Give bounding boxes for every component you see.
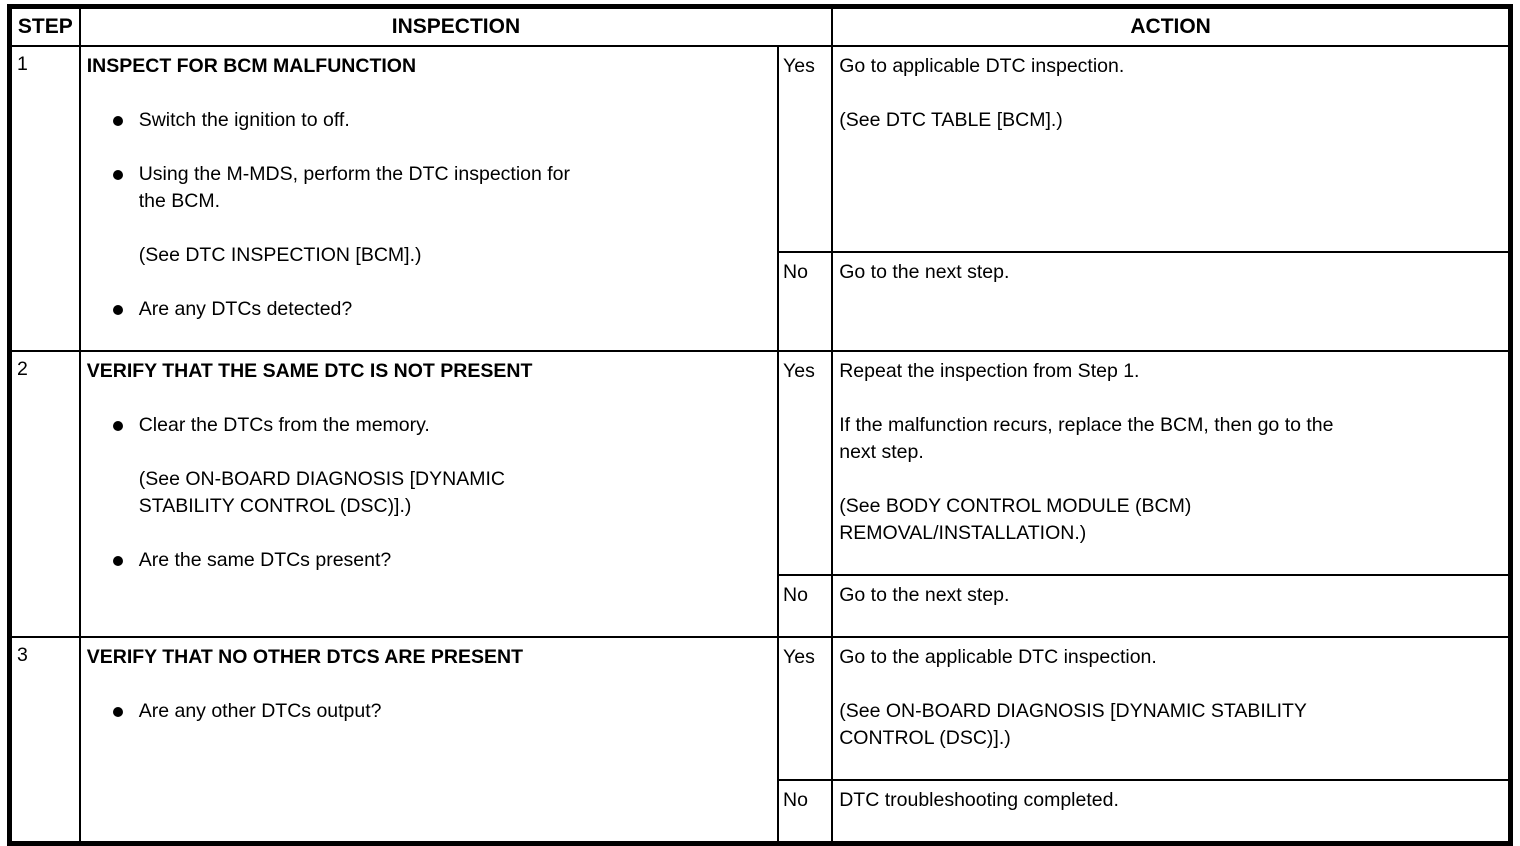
action-paragraph: Repeat the inspection from Step 1. bbox=[839, 359, 1140, 382]
action-cell-no: Go to the next step. bbox=[831, 250, 1512, 352]
troubleshooting-table: STEP INSPECTION ACTION 1 INSPECT FOR BCM… bbox=[7, 4, 1513, 846]
action-cell-yes: Go to applicable DTC inspection. (See DT… bbox=[831, 44, 1512, 253]
no-label-cell: No bbox=[777, 573, 834, 638]
yes-label-cell: Yes bbox=[777, 44, 834, 253]
no-label-cell: No bbox=[777, 250, 834, 352]
step-3-yes-row: 3 VERIFY THAT NO OTHER DTCS ARE PRESENT … bbox=[8, 635, 1512, 844]
column-header-action: ACTION bbox=[831, 5, 1512, 47]
bullet-item: Are the same DTCs present? bbox=[87, 547, 769, 574]
bullet-item: Clear the DTCs from the memory. bbox=[87, 412, 769, 439]
step-number-cell: 3 bbox=[8, 635, 81, 844]
inspection-item-text: Clear the DTCs from the memory. bbox=[138, 413, 430, 436]
bullet-icon bbox=[112, 706, 123, 717]
action-paragraph: (See BODY CONTROL MODULE (BCM) REMOVAL/I… bbox=[839, 494, 1192, 544]
bullet-icon bbox=[112, 115, 123, 126]
step-number-cell: 1 bbox=[8, 44, 81, 352]
step-2-yes-row: 2 VERIFY THAT THE SAME DTC IS NOT PRESEN… bbox=[8, 349, 1512, 638]
bullet-icon bbox=[112, 304, 123, 315]
inspection-title: VERIFY THAT NO OTHER DTCS ARE PRESENT bbox=[86, 645, 523, 668]
step-1-yes-row: 1 INSPECT FOR BCM MALFUNCTION Switch the… bbox=[8, 44, 1512, 352]
bullet-icon bbox=[112, 169, 123, 180]
note-item: (See DTC INSPECTION [BCM].) bbox=[139, 242, 769, 269]
inspection-item-text: Are any other DTCs output? bbox=[138, 699, 382, 722]
action-cell-no: DTC troubleshooting completed. bbox=[831, 778, 1512, 844]
bullet-item: Are any DTCs detected? bbox=[87, 296, 769, 323]
bullet-item: Are any other DTCs output? bbox=[87, 698, 769, 725]
action-cell-yes: Repeat the inspection from Step 1. If th… bbox=[831, 349, 1512, 576]
step-number: 1 bbox=[17, 52, 28, 75]
note-item: (See ON-BOARD DIAGNOSIS [DYNAMIC STABILI… bbox=[139, 466, 769, 520]
step-number: 2 bbox=[17, 357, 28, 380]
step-1-no-row: No Go to the next step. bbox=[10, 250, 1512, 352]
inspection-note-text: (See ON-BOARD DIAGNOSIS [DYNAMIC STABILI… bbox=[138, 467, 505, 517]
no-label-cell: No bbox=[777, 778, 834, 844]
inspection-item-text: Switch the ignition to off. bbox=[138, 108, 350, 131]
inspection-item-text: Are any DTCs detected? bbox=[138, 297, 353, 320]
step-number-cell: 2 bbox=[8, 349, 81, 638]
action-cell-yes: Go to the applicable DTC inspection. (Se… bbox=[831, 635, 1512, 781]
bullet-item: Switch the ignition to off. bbox=[87, 107, 769, 134]
bullet-item: Using the M-MDS, perform the DTC inspect… bbox=[87, 161, 769, 215]
bullet-icon bbox=[112, 420, 123, 431]
action-paragraph: DTC troubleshooting completed. bbox=[839, 788, 1119, 811]
yes-label-cell: Yes bbox=[777, 349, 834, 576]
step-2-no-row: No Go to the next step. bbox=[10, 573, 1512, 638]
action-paragraph: (See ON-BOARD DIAGNOSIS [DYNAMIC STABILI… bbox=[839, 699, 1307, 749]
inspection-note-text: (See DTC INSPECTION [BCM].) bbox=[138, 243, 422, 266]
bullet-icon bbox=[112, 555, 123, 566]
action-paragraph: Go to the next step. bbox=[839, 583, 1010, 606]
inspection-title: INSPECT FOR BCM MALFUNCTION bbox=[86, 54, 417, 77]
column-header-step: STEP bbox=[8, 5, 81, 47]
column-header-inspection: INSPECTION bbox=[78, 5, 834, 47]
action-cell-no: Go to the next step. bbox=[831, 573, 1512, 638]
action-paragraph: (See DTC TABLE [BCM].) bbox=[839, 108, 1063, 131]
inspection-cell: INSPECT FOR BCM MALFUNCTION Switch the i… bbox=[78, 44, 780, 352]
inspection-cell: VERIFY THAT THE SAME DTC IS NOT PRESENT … bbox=[78, 349, 780, 638]
header-row: STEP INSPECTION ACTION bbox=[8, 5, 1512, 47]
yes-label-cell: Yes bbox=[777, 635, 834, 781]
step-number: 3 bbox=[17, 643, 28, 666]
inspection-cell: VERIFY THAT NO OTHER DTCS ARE PRESENT Ar… bbox=[78, 635, 780, 844]
inspection-title: VERIFY THAT THE SAME DTC IS NOT PRESENT bbox=[86, 359, 533, 382]
inspection-item-text: Are the same DTCs present? bbox=[138, 548, 392, 571]
action-paragraph: If the malfunction recurs, replace the B… bbox=[839, 413, 1334, 463]
action-paragraph: Go to the next step. bbox=[839, 260, 1010, 283]
action-paragraph: Go to applicable DTC inspection. bbox=[839, 54, 1125, 77]
action-paragraph: Go to the applicable DTC inspection. bbox=[839, 645, 1157, 668]
inspection-item-text: Using the M-MDS, perform the DTC inspect… bbox=[138, 162, 571, 212]
